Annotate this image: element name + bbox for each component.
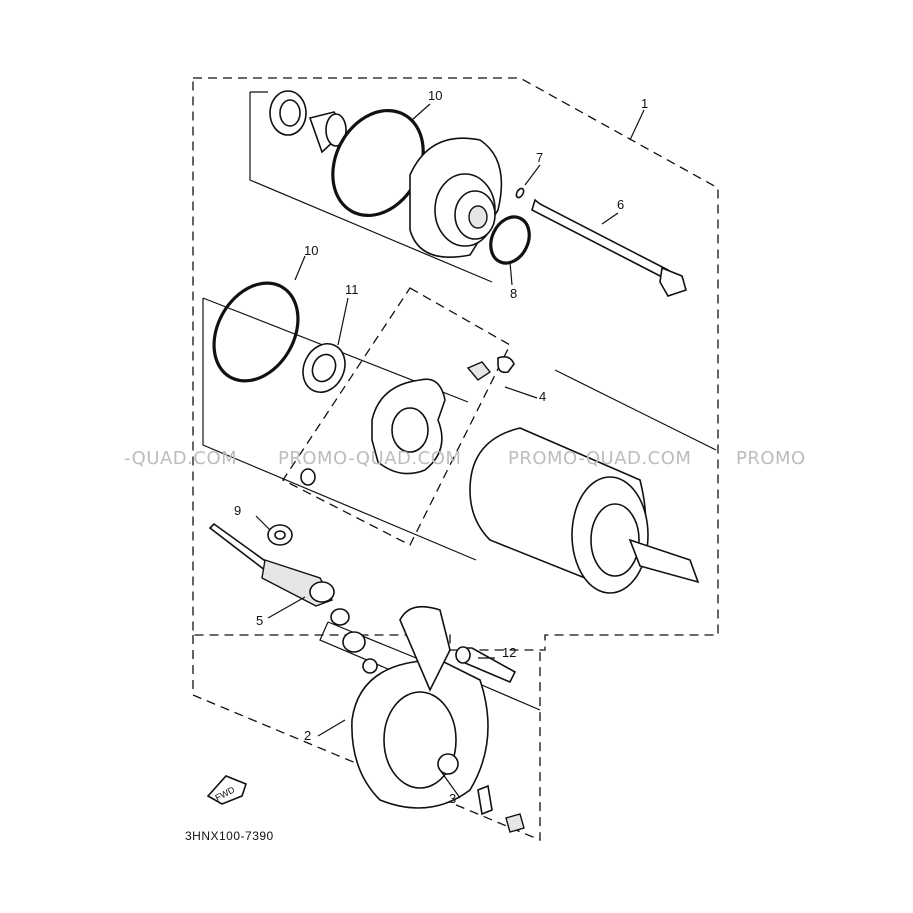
callout-8: 8 [510, 286, 517, 301]
fwd-arrow: FWD [206, 775, 247, 805]
needle-bearing [308, 111, 348, 154]
terminal-bolt-5 [208, 522, 335, 607]
o-ring-7 [515, 187, 525, 199]
yoke-armature [469, 427, 700, 594]
washer-c [362, 658, 378, 674]
callout-1: 1 [641, 96, 648, 111]
washer-b [342, 631, 366, 653]
nut-9 [267, 524, 293, 546]
callout-3: 3 [449, 791, 456, 806]
watermark-3: PROMO-QUAD.COM [508, 448, 691, 469]
brush-holder-3 [477, 784, 525, 833]
rear-housing-2 [351, 605, 489, 809]
leader-lines [255, 103, 645, 799]
callout-10a: 10 [428, 88, 442, 103]
o-ring-10-lower [212, 281, 300, 383]
cover-group-outline [249, 91, 493, 283]
watermark-1: -QUAD.COM [124, 448, 237, 469]
callout-5: 5 [256, 613, 263, 628]
watermark: -QUAD.COM PROMO-QUAD.COM PROMO-QUAD.COM … [124, 448, 806, 469]
brush-clip [300, 468, 316, 486]
callout-4: 4 [539, 389, 546, 404]
washer-11 [302, 343, 346, 393]
callout-6: 6 [617, 197, 624, 212]
callout-12: 12 [502, 645, 516, 660]
washer-a [330, 608, 350, 626]
oil-seal [269, 90, 307, 136]
through-bolt-6 [531, 198, 687, 297]
front-cover [409, 137, 503, 259]
part-code: 3HNX100-7390 [185, 829, 274, 843]
brush-block [466, 356, 515, 381]
callout-2: 2 [304, 728, 311, 743]
brush-plate-boundary [282, 287, 511, 546]
watermark-4: PROMO [736, 448, 806, 469]
callout-9: 9 [234, 503, 241, 518]
bolt-12 [455, 646, 517, 684]
callout-7: 7 [536, 150, 543, 165]
brush-plate [371, 378, 446, 475]
callout-11: 11 [345, 282, 359, 297]
watermark-2: PROMO-QUAD.COM [278, 448, 461, 469]
o-ring-8 [489, 215, 531, 265]
callout-10b: 10 [304, 243, 318, 258]
assembly-1-boundary [192, 77, 719, 651]
